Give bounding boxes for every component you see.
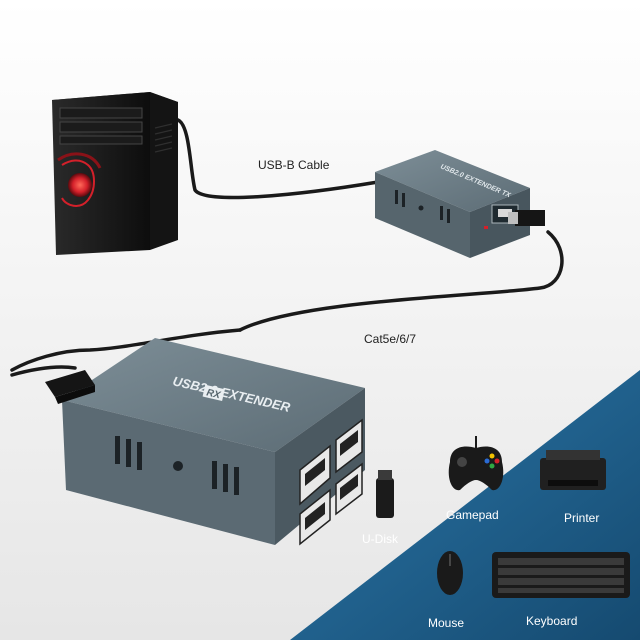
gamepad-label: Gamepad [446, 508, 499, 522]
rj45-plug-rx [45, 370, 95, 404]
pc-tower [52, 92, 178, 255]
vent-slots [115, 436, 239, 495]
printer-icon [540, 450, 606, 490]
printer-label: Printer [564, 511, 600, 525]
cat-cable [10, 230, 564, 377]
receiver-badge-text: RX [205, 387, 222, 401]
mouse-icon [437, 551, 463, 595]
rj45-plug-tx [508, 210, 545, 226]
keyboard-label: Keyboard [526, 614, 578, 628]
usb-b-cable-label: USB-B Cable [258, 158, 330, 172]
gamepad-icon [448, 436, 504, 491]
keyboard-icon [492, 552, 630, 598]
cat-cable-label: Cat5e/6/7 [364, 332, 417, 346]
usb-b-cable [176, 118, 380, 200]
receiver-badge: RX [202, 384, 225, 402]
usb-ports [299, 418, 363, 546]
udisk-label: U-Disk [362, 532, 398, 546]
mouse-label: Mouse [428, 616, 465, 630]
udisk-icon [376, 470, 394, 518]
transmitter-box [375, 150, 545, 258]
power-button-icon [68, 173, 92, 197]
